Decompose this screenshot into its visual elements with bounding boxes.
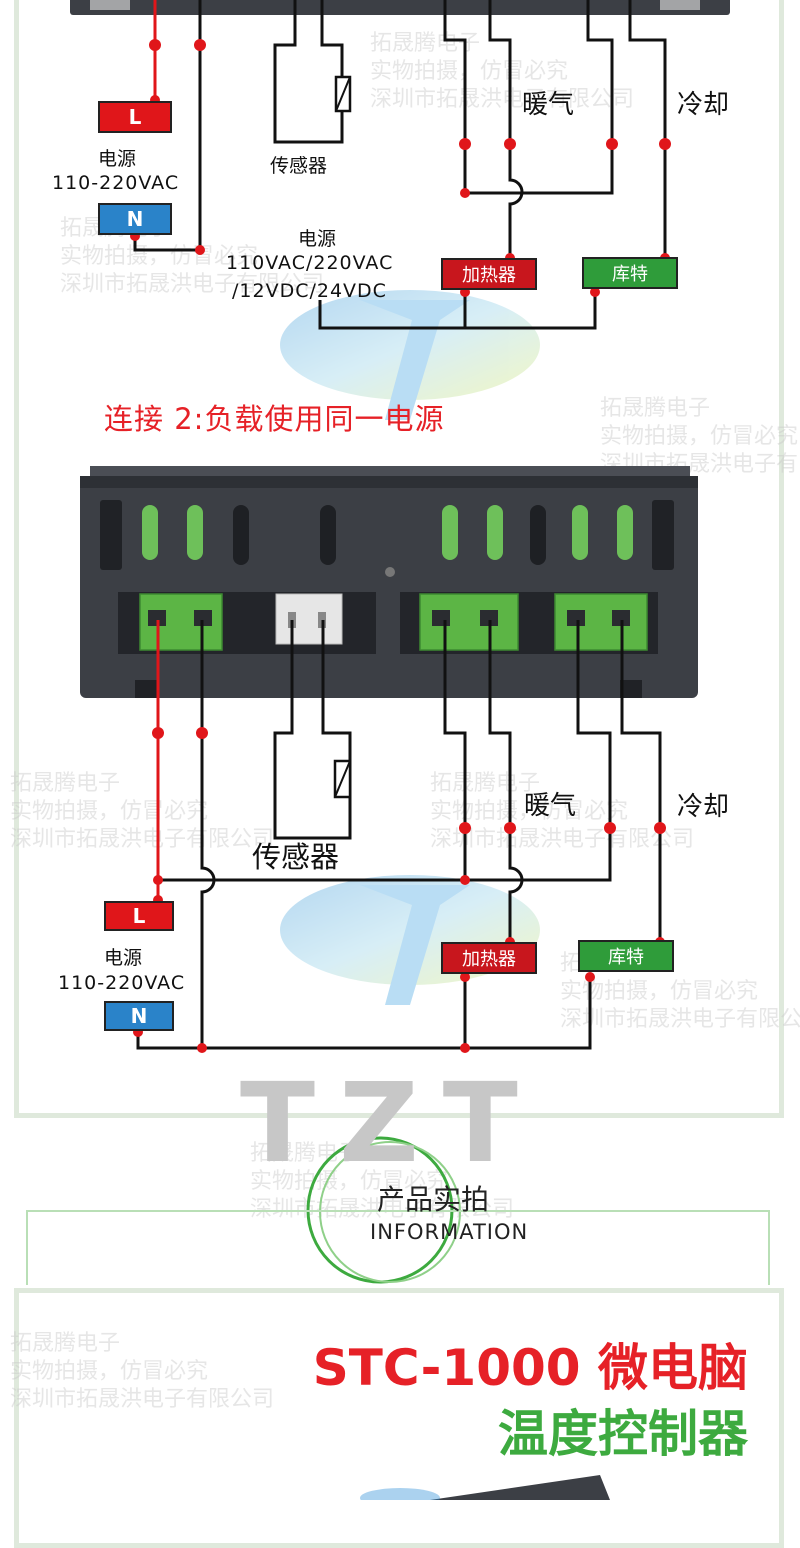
background-logo	[280, 875, 540, 1005]
info-badge-subtitle: INFORMATION	[370, 1220, 529, 1244]
compressor-label: 库特	[582, 257, 678, 289]
watermark: 拓晟腾电子实物拍摄，仿冒必究深圳市拓晟洪电子有限公司	[10, 771, 275, 852]
controller-rear-view	[80, 466, 698, 698]
power-voltage: 110-220VAC	[52, 172, 180, 194]
heater-label: 加热器	[441, 258, 537, 290]
cooling-label: 冷却	[677, 792, 730, 822]
product-title-line2: 温度控制器	[498, 1405, 748, 1463]
section-divider	[26, 1210, 770, 1212]
heating-label: 暖气	[524, 791, 577, 821]
compressor-label: 库特	[578, 940, 674, 972]
power-label: 电源	[104, 947, 143, 969]
brand-logo: TZT	[240, 1059, 542, 1187]
live-terminal-label-L: L	[98, 101, 172, 133]
watermark: 拓晟腾电子实物拍摄，仿冒必究深圳市拓晟洪电子有限公司	[10, 1331, 275, 1412]
info-badge-title: 产品实拍	[377, 1183, 490, 1216]
product-title-line1: STC-1000 微电脑	[312, 1339, 748, 1397]
section-2-title: 连接 2:负载使用同一电源	[104, 402, 445, 436]
watermark: 拓晟腾电子实物拍摄，仿冒必究深圳市拓晟洪电子有限公司	[250, 1141, 515, 1222]
watermark: 拓晟腾电子实物拍摄，仿冒必究深圳市拓晟洪电子有限公司	[430, 771, 695, 852]
load-power-voltage-2: /12VDC/24VDC	[232, 280, 387, 302]
cooling-label: 冷却	[677, 90, 730, 120]
top-device-bottom	[70, 0, 730, 15]
load-power-voltage-1: 110VAC/220VAC	[226, 252, 394, 274]
heater-label: 加热器	[441, 942, 537, 974]
sensor-label: 传感器	[252, 840, 340, 874]
watermark: 拓晟腾电子实物拍摄，仿冒必究深圳市拓晟洪电子有限公司	[370, 31, 635, 112]
live-terminal-label-L: L	[104, 901, 174, 931]
neutral-terminal-label-N: N	[98, 203, 172, 235]
neutral-terminal-label-N: N	[104, 1001, 174, 1031]
power-voltage: 110-220VAC	[58, 972, 186, 994]
power-label: 电源	[98, 148, 137, 170]
background-logo	[280, 290, 540, 420]
heating-label: 暖气	[522, 90, 575, 120]
load-power-label: 电源	[298, 228, 337, 250]
divider-right-edge	[768, 1210, 770, 1285]
divider-left-edge	[26, 1210, 28, 1285]
sensor-label: 传感器	[270, 155, 328, 177]
wiring-diagram-graphics	[70, 0, 730, 1500]
